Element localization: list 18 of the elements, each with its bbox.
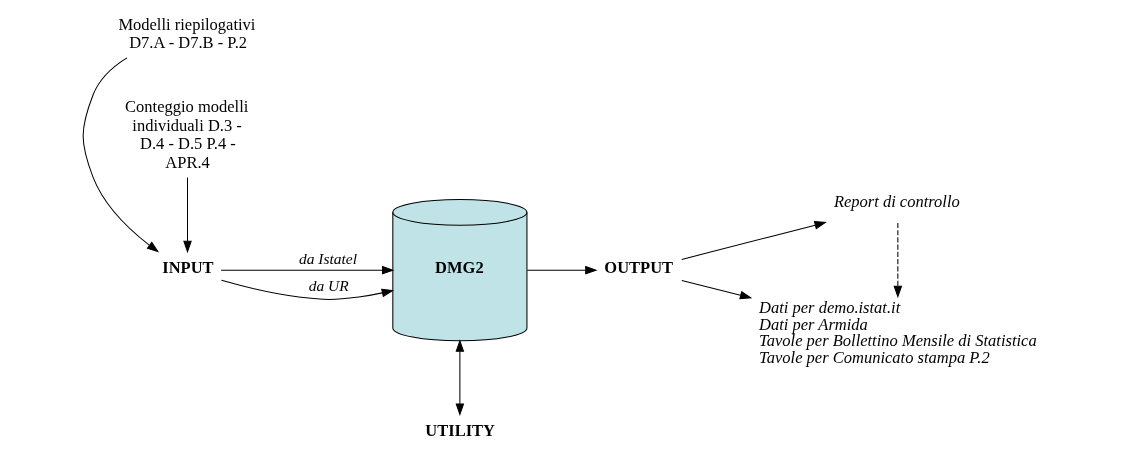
node-text: OUTPUT — [603, 258, 673, 278]
arrow — [455, 339, 464, 416]
arrow — [220, 265, 394, 275]
arrow — [220, 279, 394, 300]
node-text: Report di controllo — [833, 192, 960, 212]
arrow — [82, 57, 159, 253]
node-text: INPUT — [161, 258, 214, 278]
edge-label: da Istatel — [298, 249, 357, 267]
arrow — [526, 265, 598, 275]
arrow — [893, 222, 902, 299]
node-text: Dati per demo.istat.it Dati per Armida Tavole per Bollettino Mensile di Statistica Tavole per Comunicato stampa P.2 — [758, 298, 1037, 367]
arrow — [182, 177, 192, 254]
node-text: Conteggio modelli individuali D.3 - D.4 - D.5 P.4 - APR.4 — [124, 97, 248, 172]
node-text: UTILITY — [424, 421, 495, 441]
arrow — [680, 221, 827, 260]
node-text: Modelli riepilogativi D7.A - D7.B - P.2 — [117, 14, 255, 53]
edge-label: da UR — [308, 276, 349, 294]
arrow — [680, 280, 752, 300]
